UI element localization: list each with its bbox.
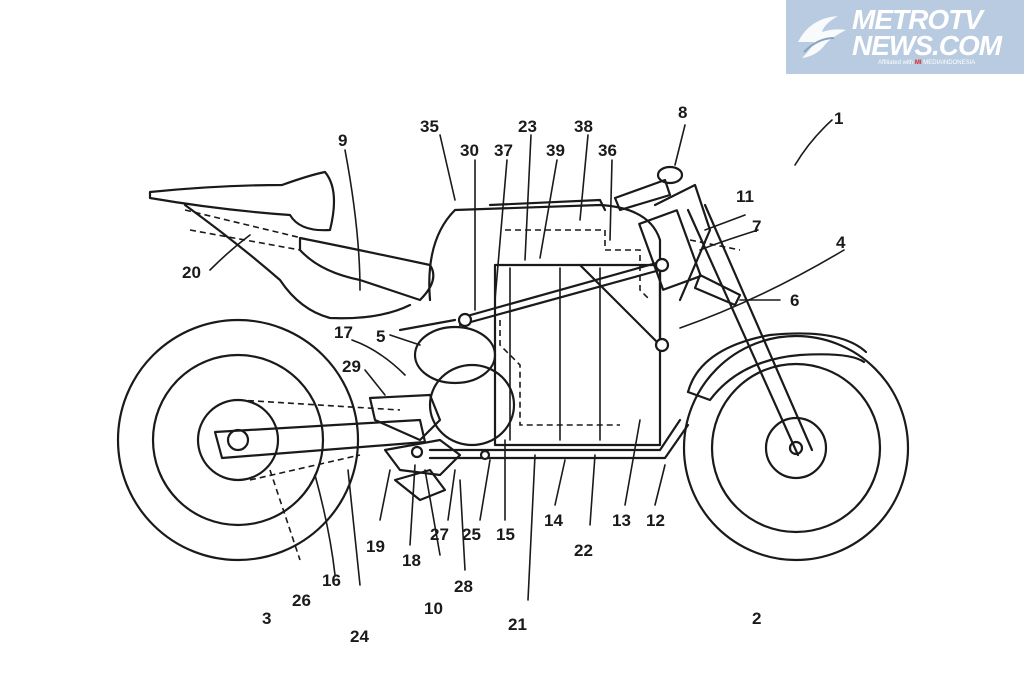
label-39: 39 bbox=[546, 141, 565, 160]
logo-text-metrotv: METROTV bbox=[852, 4, 983, 35]
label-26: 26 bbox=[292, 591, 311, 610]
label-28: 28 bbox=[454, 577, 473, 596]
label-3: 3 bbox=[262, 609, 271, 628]
affiliate-text: Affiliated with bbox=[878, 60, 914, 66]
label-18: 18 bbox=[402, 551, 421, 570]
seat-and-tail bbox=[148, 170, 435, 320]
leader-lines bbox=[209, 119, 845, 601]
label-23: 23 bbox=[518, 117, 537, 136]
label-1: 1 bbox=[834, 109, 843, 128]
label-6: 6 bbox=[790, 291, 799, 310]
label-36: 36 bbox=[598, 141, 617, 160]
label-22: 22 bbox=[574, 541, 593, 560]
label-4: 4 bbox=[836, 233, 846, 252]
front-fork bbox=[613, 165, 814, 457]
label-12: 12 bbox=[646, 511, 665, 530]
metrotv-news-logo: METROTV NEWS.COM Affiliated with MI MEDI… bbox=[786, 0, 1024, 74]
label-10: 10 bbox=[424, 599, 443, 618]
label-30: 30 bbox=[460, 141, 479, 160]
label-9: 9 bbox=[338, 131, 347, 150]
label-20: 20 bbox=[182, 263, 201, 282]
label-2: 2 bbox=[752, 609, 761, 628]
label-38: 38 bbox=[574, 117, 593, 136]
affiliate-mark: MI bbox=[914, 60, 922, 66]
label-16: 16 bbox=[322, 571, 341, 590]
callout-numbers: 1 2 3 4 5 6 7 8 9 10 11 12 13 14 15 16 1… bbox=[182, 103, 846, 646]
logo-affiliate-line: Affiliated with MI MEDIAINDONESIA bbox=[878, 60, 975, 66]
label-35: 35 bbox=[420, 117, 439, 136]
label-25: 25 bbox=[462, 525, 481, 544]
front-wheel bbox=[682, 332, 910, 562]
frame bbox=[398, 257, 690, 460]
label-29: 29 bbox=[342, 357, 361, 376]
rear-wheel bbox=[116, 318, 360, 562]
label-5: 5 bbox=[376, 327, 385, 346]
label-24: 24 bbox=[350, 627, 369, 646]
eagle-icon bbox=[798, 16, 846, 58]
label-37: 37 bbox=[494, 141, 513, 160]
label-8: 8 bbox=[678, 103, 687, 122]
label-11: 11 bbox=[736, 187, 754, 206]
label-13: 13 bbox=[612, 511, 631, 530]
label-19: 19 bbox=[366, 537, 385, 556]
affiliate-name: MEDIAINDONESIA bbox=[923, 60, 976, 66]
label-15: 15 bbox=[496, 525, 515, 544]
label-21: 21 bbox=[508, 615, 527, 634]
label-14: 14 bbox=[544, 511, 563, 530]
label-7: 7 bbox=[752, 217, 761, 236]
motor-unit bbox=[368, 325, 516, 502]
battery-box bbox=[493, 229, 662, 447]
label-27: 27 bbox=[430, 525, 449, 544]
label-17: 17 bbox=[334, 323, 353, 342]
logo-text-news: NEWS.COM bbox=[852, 30, 1002, 61]
